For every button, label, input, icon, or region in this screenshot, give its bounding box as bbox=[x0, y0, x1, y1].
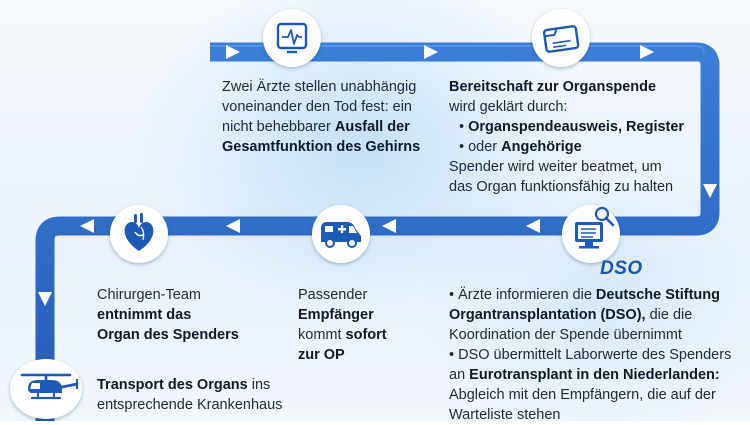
dso-line-7: Warteliste stehen bbox=[449, 407, 561, 423]
surgery-line-2: entnimmt das bbox=[97, 307, 192, 323]
heart-icon bbox=[110, 205, 168, 263]
dso-logo: DSO bbox=[600, 258, 643, 279]
step-recipient-text: Passender Empfänger kommt sofort zur OP bbox=[298, 285, 418, 365]
death-line-1: Zwei Ärzte stellen unabhängig bbox=[222, 79, 417, 95]
recipient-line-3: sofort bbox=[345, 327, 387, 343]
flow-path bbox=[35, 42, 720, 421]
ambulance-icon bbox=[312, 205, 370, 263]
death-line-3-bold: Ausfall der bbox=[334, 119, 410, 135]
transport-line-1: Transport des Organs bbox=[97, 377, 248, 393]
arrow-down-1 bbox=[703, 184, 717, 198]
helicopter-icon bbox=[10, 359, 82, 419]
step-surgery-text: Chirurgen-Team entnimmt das Organ des Sp… bbox=[97, 285, 277, 345]
death-line-4-bold: Gesamtfunktion des Gehirns bbox=[222, 139, 421, 155]
consent-line-6: das Organ funktionsfähig zu halten bbox=[449, 179, 674, 195]
step-consent-text: Bereitschaft zur Organspende wird geklär… bbox=[449, 77, 709, 197]
dso-line-3: Koordination der Spende übernimmt bbox=[449, 327, 682, 343]
dso-line-1-bold: Deutsche Stiftung bbox=[595, 287, 720, 303]
dso-line-1: Ärzte informieren die bbox=[458, 287, 596, 303]
dso-line-4: DSO übermittelt Laborwerte des Spenders bbox=[458, 347, 732, 363]
recipient-line-4: zur OP bbox=[298, 347, 345, 363]
arrow-down-2 bbox=[38, 292, 52, 306]
dso-line-2-bold: Organtransplantation (DSO), bbox=[449, 307, 646, 323]
arrow-left-3 bbox=[226, 219, 240, 233]
surgery-line-3: Organ des Spenders bbox=[97, 327, 239, 343]
arrow-right-2 bbox=[424, 45, 438, 59]
arrow-right-1 bbox=[226, 45, 240, 59]
computer-search-icon bbox=[562, 205, 620, 263]
step-brain-death-text: Zwei Ärzte stellen unabhängig voneinande… bbox=[222, 77, 437, 157]
death-line-3: nicht behebbarer bbox=[222, 119, 335, 135]
arrow-left-1 bbox=[526, 219, 540, 233]
arrow-right-3 bbox=[640, 45, 654, 59]
arrow-left-2 bbox=[382, 219, 396, 233]
death-line-2: voneinander den Tod fest: ein bbox=[222, 99, 412, 115]
recipient-line-2: Empfänger bbox=[298, 307, 374, 323]
consent-line-2: wird geklärt durch: bbox=[449, 99, 568, 115]
consent-bullet-2: Angehörige bbox=[501, 139, 582, 155]
organ-donor-card-icon bbox=[532, 9, 590, 67]
consent-title: Bereitschaft zur Organspende bbox=[449, 79, 657, 95]
consent-bullet-2-pre: oder bbox=[468, 139, 502, 155]
dso-line-5: an bbox=[449, 367, 470, 383]
transport-line-2: entsprechende Krankenhaus bbox=[97, 397, 283, 413]
recipient-line-3-pre: kommt bbox=[298, 327, 346, 343]
step-dso-text: • Ärzte informieren die Deutsche Stiftun… bbox=[449, 285, 749, 425]
arrow-left-4 bbox=[80, 219, 94, 233]
consent-line-5: Spender wird weiter beatmet, um bbox=[449, 159, 662, 175]
dso-line-2: die die bbox=[645, 307, 693, 323]
consent-bullet-1: Organspendeausweis, Register bbox=[468, 119, 685, 135]
dso-line-6: Abgleich mit den Empfängern, die auf der bbox=[449, 387, 716, 403]
transport-line-1-post: ins bbox=[247, 377, 271, 393]
step-transport-text: Transport des Organs ins entsprechende K… bbox=[97, 375, 297, 415]
surgery-line-1: Chirurgen-Team bbox=[97, 287, 201, 303]
heart-monitor-icon bbox=[263, 9, 321, 67]
dso-line-5-bold: Eurotransplant in den Niederlanden: bbox=[469, 367, 720, 383]
recipient-line-1: Passender bbox=[298, 287, 368, 303]
